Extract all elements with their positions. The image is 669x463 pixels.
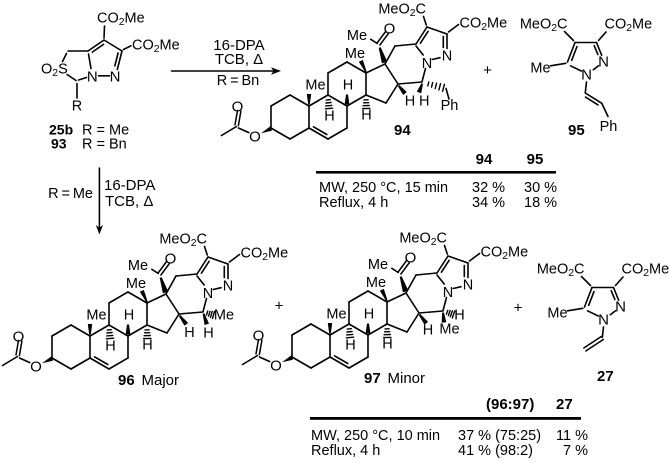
svg-text:MeO2​C: MeO2​C: [378, 2, 426, 20]
svg-text:+: +: [514, 300, 523, 317]
svg-text:Reflux, 4 h: Reflux, 4 h: [311, 443, 380, 458]
svg-text:H: H: [124, 308, 134, 324]
svg-text:93: 93: [51, 136, 67, 152]
svg-text:27: 27: [597, 368, 614, 385]
svg-text:95: 95: [527, 151, 544, 168]
svg-text:MW, 250 °C, 15 min: MW, 250 °C, 15 min: [319, 180, 448, 196]
svg-text:41 % (98:2): 41 % (98:2): [458, 443, 533, 458]
svg-text:Me: Me: [366, 275, 386, 291]
svg-text:O: O: [232, 99, 244, 116]
svg-text:R: R: [72, 99, 82, 115]
svg-text:H: H: [382, 337, 392, 353]
svg-text:Me: Me: [214, 308, 234, 324]
svg-text:97: 97: [364, 370, 381, 387]
svg-text:N: N: [615, 299, 626, 316]
svg-text:O: O: [13, 329, 25, 346]
svg-text:H: H: [324, 109, 334, 125]
svg-text:Me: Me: [547, 306, 567, 322]
svg-text:O: O: [384, 21, 396, 38]
svg-text:MW, 250 °C, 10 min: MW, 250 °C, 10 min: [311, 428, 440, 444]
svg-text:H: H: [203, 326, 213, 342]
svg-text:+: +: [275, 298, 284, 315]
svg-text:Minor: Minor: [388, 370, 426, 387]
svg-text:R = Me: R = Me: [48, 186, 93, 202]
svg-text:96: 96: [118, 372, 135, 389]
svg-text:H: H: [423, 323, 433, 339]
svg-text:Reflux, 4 h: Reflux, 4 h: [319, 195, 388, 211]
svg-text:30 %: 30 %: [524, 180, 557, 196]
svg-text:Me: Me: [326, 307, 346, 323]
svg-text:Me: Me: [368, 257, 388, 273]
svg-text:H: H: [184, 325, 194, 341]
svg-text:O: O: [249, 128, 261, 145]
svg-text:N: N: [110, 68, 121, 85]
svg-text:N: N: [463, 278, 473, 294]
svg-text:H: H: [405, 94, 415, 110]
svg-text:N: N: [223, 279, 233, 295]
svg-text:H: H: [345, 338, 355, 354]
svg-text:O: O: [165, 251, 177, 268]
svg-text:32 %: 32 %: [472, 180, 505, 196]
svg-text:N: N: [203, 286, 213, 302]
svg-text:(96:97): (96:97): [486, 396, 534, 413]
svg-text:O: O: [253, 328, 265, 345]
svg-text:Ph: Ph: [441, 98, 459, 114]
svg-text:Ph: Ph: [600, 119, 618, 135]
svg-text:R = Bn: R = Bn: [82, 137, 127, 153]
svg-text:94: 94: [476, 151, 493, 168]
svg-text:N: N: [598, 54, 609, 71]
svg-text:94: 94: [394, 122, 411, 139]
svg-text:O: O: [270, 357, 282, 374]
svg-text:Major: Major: [142, 372, 180, 389]
svg-text:O: O: [30, 358, 42, 375]
svg-text:MeO2​C: MeO2​C: [520, 17, 568, 35]
svg-text:TCB, Δ: TCB, Δ: [215, 51, 263, 68]
svg-text:H: H: [105, 339, 115, 355]
svg-text:16-DPA: 16-DPA: [104, 177, 155, 194]
svg-text:H: H: [142, 338, 152, 354]
svg-text:18 %: 18 %: [524, 195, 557, 211]
svg-text:Me: Me: [128, 258, 148, 274]
svg-text:H: H: [361, 108, 371, 124]
svg-text:MeO2​C: MeO2​C: [537, 262, 585, 280]
svg-text:27: 27: [556, 396, 573, 413]
svg-text:7 %: 7 %: [563, 443, 588, 458]
svg-text:H: H: [419, 94, 429, 110]
svg-text:N: N: [443, 285, 453, 301]
svg-text:Me: Me: [347, 28, 367, 44]
svg-text:MeO2​C: MeO2​C: [399, 231, 447, 249]
svg-text:34 %: 34 %: [472, 195, 505, 211]
svg-text:N: N: [87, 68, 98, 85]
svg-text:Me: Me: [345, 46, 365, 62]
svg-text:MeO2​C: MeO2​C: [159, 232, 207, 250]
svg-text:N: N: [442, 49, 452, 65]
svg-text:Me: Me: [86, 308, 106, 324]
svg-text:TCB, Δ: TCB, Δ: [105, 193, 153, 210]
svg-text:95: 95: [568, 122, 585, 139]
svg-text:H: H: [364, 307, 374, 323]
svg-text:Me: Me: [126, 276, 146, 292]
svg-text:11 %: 11 %: [556, 428, 588, 444]
svg-text:+: +: [483, 62, 492, 79]
svg-text:N: N: [422, 56, 432, 72]
svg-text:H: H: [343, 78, 353, 94]
svg-text:37 % (75:25): 37 % (75:25): [458, 428, 541, 444]
svg-text:Me: Me: [439, 322, 459, 338]
svg-text:R = Bn: R = Bn: [217, 73, 259, 89]
svg-text:Me: Me: [305, 78, 325, 94]
svg-text:Me: Me: [530, 61, 550, 77]
svg-text:N: N: [581, 67, 592, 84]
svg-text:N: N: [598, 312, 609, 329]
svg-text:O: O: [405, 250, 417, 267]
